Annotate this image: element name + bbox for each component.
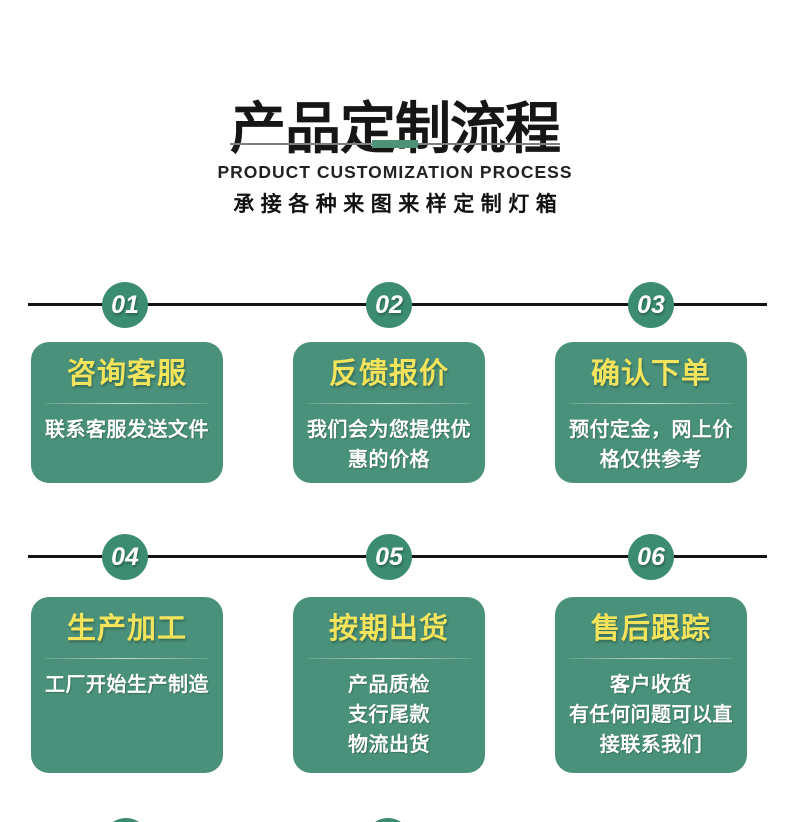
- step-card-06: 售后跟踪 客户收货 有任何问题可以直 接联系我们: [555, 597, 747, 773]
- step-card-05: 按期出货 产品质检 支行尾款 物流出货: [293, 597, 485, 773]
- step-badge-06: 06: [628, 534, 674, 580]
- card-divider: [45, 403, 209, 404]
- next-step-badge-partial: [103, 818, 149, 822]
- step-card-body: 我们会为您提供优 惠的价格: [307, 419, 471, 471]
- step-card-02: 反馈报价 我们会为您提供优 惠的价格: [293, 342, 485, 483]
- step-card-title: 确认下单: [590, 358, 711, 390]
- next-step-badge-partial: [365, 818, 411, 822]
- step-badge-02: 02: [366, 282, 412, 328]
- step-card-04: 生产加工 工厂开始生产制造: [31, 597, 223, 773]
- step-card-title: 咨询客服: [66, 358, 187, 390]
- step-card-body: 联系客服发送文件: [45, 419, 209, 441]
- step-card-title: 生产加工: [66, 613, 187, 645]
- step-card-body: 客户收货 有任何问题可以直 接联系我们: [569, 674, 733, 756]
- step-card-body: 工厂开始生产制造: [45, 674, 209, 696]
- card-divider: [45, 658, 209, 659]
- card-divider: [307, 403, 471, 404]
- step-card-body: 产品质检 支行尾款 物流出货: [348, 674, 430, 756]
- subtitle-chinese: 承接各种来图来样定制灯箱: [233, 193, 564, 216]
- subtitle-english: PRODUCT CUSTOMIZATION PROCESS: [217, 162, 573, 182]
- step-card-title: 按期出货: [328, 613, 449, 645]
- step-badge-03: 03: [628, 282, 674, 328]
- step-card-title: 售后跟踪: [590, 613, 711, 645]
- step-badge-04: 04: [102, 534, 148, 580]
- step-card-01: 咨询客服 联系客服发送文件: [31, 342, 223, 483]
- card-divider: [569, 658, 733, 659]
- step-card-body: 预付定金，网上价 格仅供参考: [569, 419, 733, 471]
- step-card-03: 确认下单 预付定金，网上价 格仅供参考: [555, 342, 747, 483]
- step-badge-05: 05: [366, 534, 412, 580]
- step-card-title: 反馈报价: [328, 358, 449, 390]
- card-divider: [569, 403, 733, 404]
- title-divider-accent: [372, 140, 418, 148]
- card-divider: [307, 658, 471, 659]
- page-title: 产品定制流程: [230, 96, 561, 160]
- step-badge-01: 01: [102, 282, 148, 328]
